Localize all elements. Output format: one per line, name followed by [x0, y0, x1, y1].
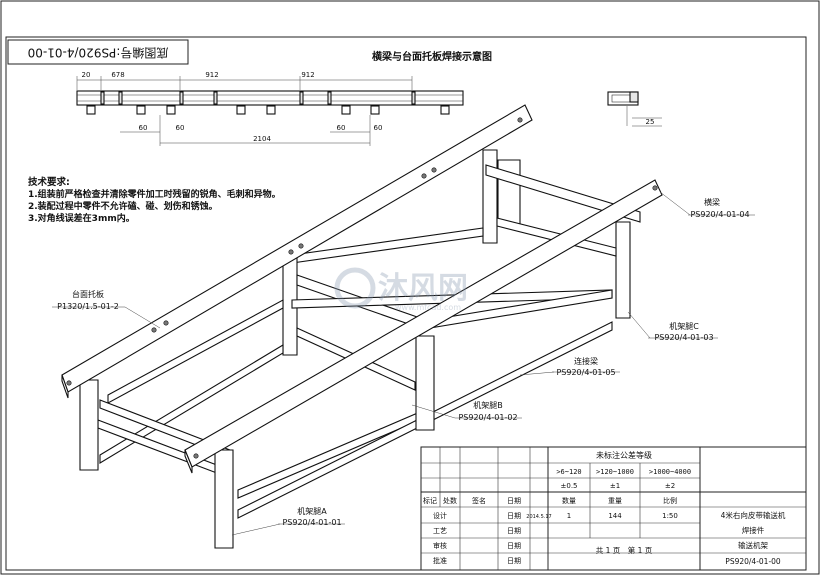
dim-60-b: 60	[176, 124, 185, 132]
requirement-2: 2.装配过程中零件不允许磕、碰、划伤和锈蚀。	[28, 200, 218, 212]
date-label-design: 日期	[507, 512, 521, 520]
stamp-text: 底图编号:PS920/4-01-00	[28, 46, 169, 61]
technical-requirements: 技术要求: 1.组装前严格检查并清除零件加工时残留的锐角、毛刺和异物。 2.装配…	[28, 176, 281, 224]
callout-leg-c: 机架腿C PS920/4-01-03	[627, 311, 718, 342]
drawing-number: PS920/4-01-00	[725, 557, 781, 566]
col-scale: 比例	[663, 496, 677, 505]
title-block: 未标注公差等级 >6~120 >120~1000 >1000~4000 ±0.5…	[420, 446, 807, 571]
callout-beam-name: 横梁	[704, 197, 720, 207]
rev-header-sign: 签名	[472, 496, 486, 505]
dim-60-c: 60	[337, 124, 346, 132]
callout-plate-code: P1320/1.5-01-2	[57, 302, 119, 311]
tolerance-2: ±1	[610, 482, 620, 490]
watermark-logo-icon	[334, 267, 376, 309]
role-process: 工艺	[433, 527, 447, 535]
callout-leg-b-name: 机架腿B	[473, 400, 503, 410]
callout-plate: 台面托板 P1320/1.5-01-2	[52, 289, 161, 329]
dim-912-right: 912	[301, 71, 314, 79]
back-leg-left	[482, 149, 498, 244]
col-qty: 数量	[562, 496, 576, 505]
back-leg-right	[615, 221, 631, 319]
callout-leg-c-name: 机架腿C	[669, 321, 699, 331]
beam-top-view: 20 678 912 912 60 60 60 60 2104	[76, 71, 464, 146]
watermark: 沐风网 www.mfcad.com	[334, 267, 468, 312]
beam-holes	[66, 117, 658, 459]
col-weight: 重量	[608, 497, 622, 505]
callout-leg-a-code: PS920/4-01-01	[282, 518, 341, 527]
qty-value: 1	[567, 512, 571, 520]
tolerance-1: ±0.5	[561, 482, 578, 490]
role-review: 审核	[433, 541, 447, 550]
leg-a-left	[79, 379, 99, 471]
callout-leg-b-code: PS920/4-01-02	[458, 413, 517, 422]
range-3: >1000~4000	[649, 468, 691, 476]
watermark-url: www.mfcad.com	[395, 303, 461, 312]
dim-678: 678	[111, 71, 124, 79]
role-approve: 批准	[433, 556, 447, 565]
callout-connecting-beam: 连接梁 PS920/4-01-05	[519, 356, 620, 377]
tolerance-3: ±2	[665, 482, 675, 490]
product-name: 4米右向皮带输送机	[721, 510, 786, 520]
weight-value: 144	[608, 512, 622, 520]
callout-leg-a: 机架腿A PS920/4-01-01	[231, 506, 345, 536]
rev-header-date: 日期	[507, 497, 521, 505]
beam-dimensions	[76, 76, 413, 146]
scale-value: 1:50	[662, 512, 678, 520]
beam-pads	[86, 105, 450, 115]
callout-leg-c-code: PS920/4-01-03	[654, 333, 713, 342]
callout-beam-code: PS920/4-01-04	[690, 210, 749, 219]
rev-header-mark: 标记	[423, 496, 437, 505]
drawing-title: 横梁与台面托板焊接示意图	[372, 50, 492, 63]
range-1: >6~120	[556, 468, 581, 476]
beam-slots	[100, 91, 416, 105]
callout-leg-b: 机架腿B PS920/4-01-02	[411, 400, 522, 422]
requirements-heading: 技术要求:	[28, 176, 70, 188]
dim-2104: 2104	[253, 135, 271, 143]
date-label-approve: 日期	[507, 557, 521, 565]
tolerance-heading: 未标注公差等级	[596, 450, 652, 460]
dim-60-a: 60	[139, 124, 148, 132]
callout-beam: 横梁 PS920/4-01-04	[659, 191, 755, 219]
process-type: 焊接件	[742, 525, 765, 535]
leg-a-right	[214, 449, 234, 549]
stamp-box: 底图编号:PS920/4-01-00	[7, 39, 189, 65]
role-design: 设计	[433, 511, 447, 520]
date-label-process: 日期	[507, 527, 521, 535]
page-count: 共 1 页 第 1 页	[596, 545, 653, 555]
dim-60-d: 60	[374, 124, 383, 132]
dim-912-left: 912	[205, 71, 218, 79]
callout-conn-code: PS920/4-01-05	[556, 368, 615, 377]
callout-leg-a-name: 机架腿A	[297, 506, 327, 516]
inner-border	[5, 36, 807, 571]
part-name: 输送机架	[738, 540, 768, 550]
frame-isometric	[61, 104, 663, 549]
callout-conn-name: 连接梁	[574, 356, 598, 366]
date-label-review: 日期	[507, 542, 521, 550]
watermark-main: 沐风网	[378, 271, 468, 306]
design-date: 2014.5.17	[526, 514, 551, 520]
beam-end-view: 25	[607, 91, 662, 127]
rev-header-count: 处数	[443, 496, 457, 505]
requirement-1: 1.组装前严格检查并清除零件加工时残留的锐角、毛刺和异物。	[28, 188, 281, 200]
requirement-3: 3.对角线误差在3mm内。	[28, 212, 135, 224]
dim-20: 20	[82, 71, 91, 79]
leg-b	[415, 335, 435, 431]
range-2: >120~1000	[596, 468, 634, 476]
dim-25: 25	[646, 118, 655, 126]
callout-plate-name: 台面托板	[72, 289, 104, 299]
